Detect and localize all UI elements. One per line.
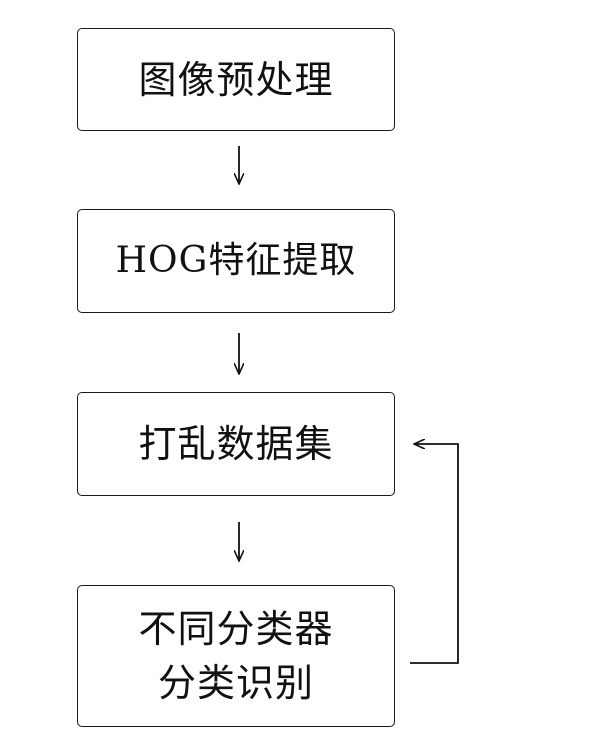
step-label: HOG特征提取 — [115, 240, 357, 281]
step-label: 打乱数据集 — [138, 422, 334, 466]
step-image-preprocessing: 图像预处理 — [77, 28, 395, 131]
step-shuffle-dataset: 打乱数据集 — [77, 392, 395, 496]
step-classifier-recognition: 不同分类器 分类识别 — [77, 585, 395, 727]
step-hog-feature-extraction: HOG特征提取 — [77, 209, 395, 313]
step-label: 图像预处理 — [138, 57, 334, 102]
step-label-line1: 不同分类器 — [138, 607, 334, 651]
step-label-line2: 分类识别 — [157, 661, 314, 705]
feedback-loop-arrow — [410, 444, 459, 664]
